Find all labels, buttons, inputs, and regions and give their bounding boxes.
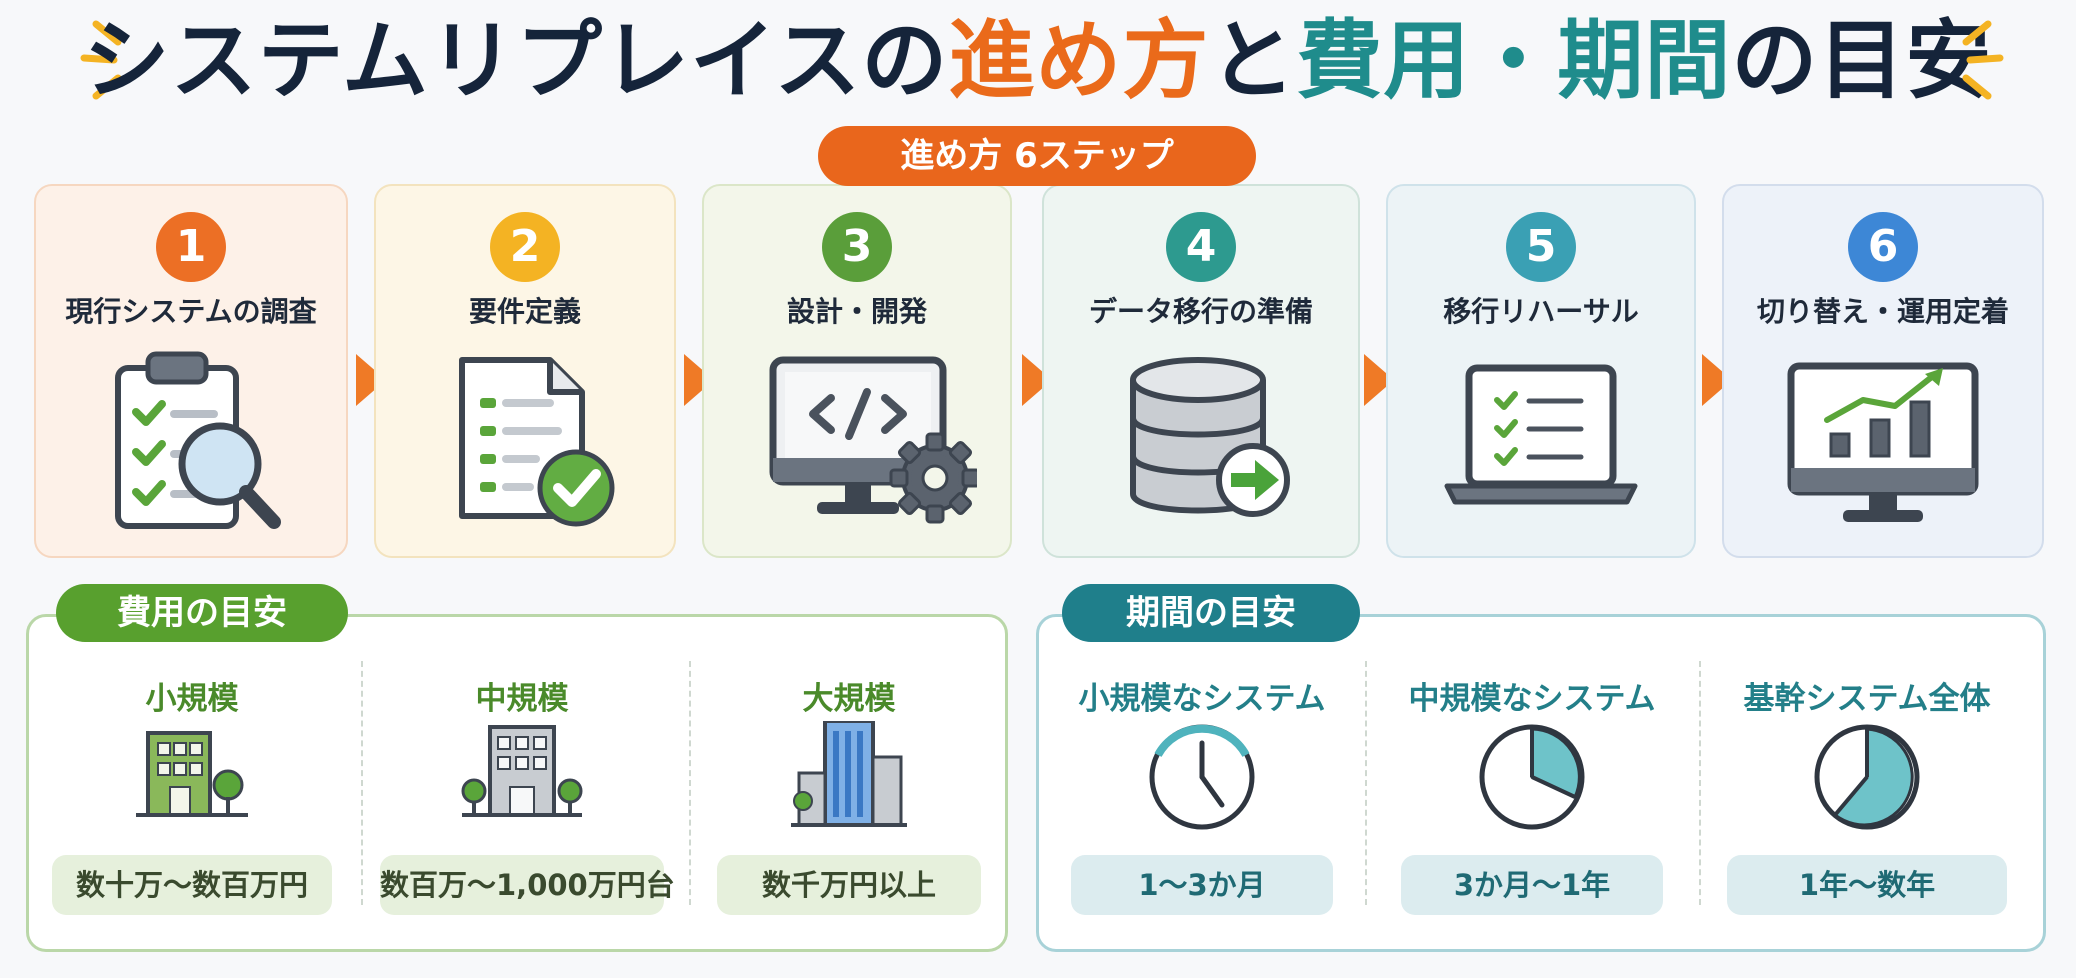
cost-item-medium: 中規模 数百万～1,000万円台 <box>363 617 681 949</box>
period-item-small: 小規模なシステム 1～3か月 <box>1039 617 1365 949</box>
step-label: 要件定義 <box>468 295 581 328</box>
step-number: 2 <box>490 212 560 282</box>
cost-panel: 小規模 数十万～数百万円 中規模 <box>26 614 1008 952</box>
column-divider <box>1365 661 1367 905</box>
clipboard-magnifier-icon <box>115 351 281 529</box>
laptop-checklist-icon <box>1444 364 1638 505</box>
step-number: 6 <box>1848 212 1918 282</box>
period-item-medium: 中規模なシステム 3か月～1年 <box>1367 617 1697 949</box>
spark-lines-icon <box>80 20 122 100</box>
step-card-2: 2 要件定義 <box>374 184 676 558</box>
cost-item-value: 数百万～1,000万円台 <box>380 855 675 915</box>
step-number: 5 <box>1506 212 1576 282</box>
steps-header-badge: 進め方 6ステップ <box>818 126 1256 186</box>
step-card-6: 6 切り替え・運用定着 <box>1722 184 2044 558</box>
title-part-4: 費用・期間 <box>1296 11 1732 111</box>
period-item-title: 小規模なシステム <box>1078 681 1326 717</box>
clock-icon <box>1814 724 1920 830</box>
spark-lines-icon <box>1962 20 2004 100</box>
step-card-1: 1 現行システムの調査 <box>34 184 348 558</box>
clock-icon <box>1479 724 1585 830</box>
monitor-growth-chart-icon <box>1787 362 1979 522</box>
title-part-3: と <box>1209 11 1297 111</box>
period-item-value: 3か月～1年 <box>1401 855 1663 915</box>
clock-icon <box>1149 724 1255 830</box>
step-label: 設計・開発 <box>786 295 927 328</box>
period-item-title: 基幹システム全体 <box>1743 681 1991 717</box>
period-item-value: 1年～数年 <box>1727 855 2007 915</box>
step-label: 切り替え・運用定着 <box>1756 295 2009 328</box>
page-title: システムリプレイスの進め方と費用・期間の目安 <box>0 6 2076 116</box>
period-item-value: 1～3か月 <box>1071 855 1333 915</box>
large-building-icon <box>791 721 907 827</box>
period-panel: 小規模なシステム 1～3か月 中規模なシステム 3か月～1年 基幹システム全体 … <box>1036 614 2046 952</box>
cost-item-title: 大規模 <box>802 681 896 717</box>
period-panel-header: 期間の目安 <box>1062 584 1360 642</box>
cost-panel-header: 費用の目安 <box>56 584 348 642</box>
small-building-icon <box>136 731 248 817</box>
step-number: 4 <box>1166 212 1236 282</box>
step-card-4: 4 データ移行の準備 <box>1042 184 1360 558</box>
step-label: 移行リハーサル <box>1443 295 1639 328</box>
step-number: 1 <box>156 212 226 282</box>
cost-item-title: 小規模 <box>145 681 239 717</box>
column-divider <box>1699 661 1701 905</box>
cost-item-value: 数十万～数百万円 <box>52 855 332 915</box>
title-part-5: の目安 <box>1731 11 1993 111</box>
step-label: データ移行の準備 <box>1088 295 1313 328</box>
step-card-5: 5 移行リハーサル <box>1386 184 1696 558</box>
document-check-icon <box>459 357 615 527</box>
cost-item-small: 小規模 数十万～数百万円 <box>29 617 355 949</box>
title-part-1: システムリプレイスの <box>83 11 949 111</box>
medium-building-icon <box>461 725 583 817</box>
database-arrow-icon <box>1130 357 1290 517</box>
step-label: 現行システムの調査 <box>65 295 317 328</box>
cost-item-title: 中規模 <box>475 681 569 717</box>
column-divider <box>689 661 691 905</box>
column-divider <box>361 661 363 905</box>
step-card-3: 3 設計・開発 <box>702 184 1012 558</box>
period-item-title: 中規模なシステム <box>1408 681 1656 717</box>
period-item-large: 基幹システム全体 1年～数年 <box>1701 617 2033 949</box>
title-part-2: 進め方 <box>948 11 1210 111</box>
step-number: 3 <box>822 212 892 282</box>
monitor-code-gear-icon <box>769 356 977 524</box>
cost-item-value: 数千万円以上 <box>717 855 981 915</box>
cost-item-large: 大規模 数千万円以上 <box>691 617 1007 949</box>
